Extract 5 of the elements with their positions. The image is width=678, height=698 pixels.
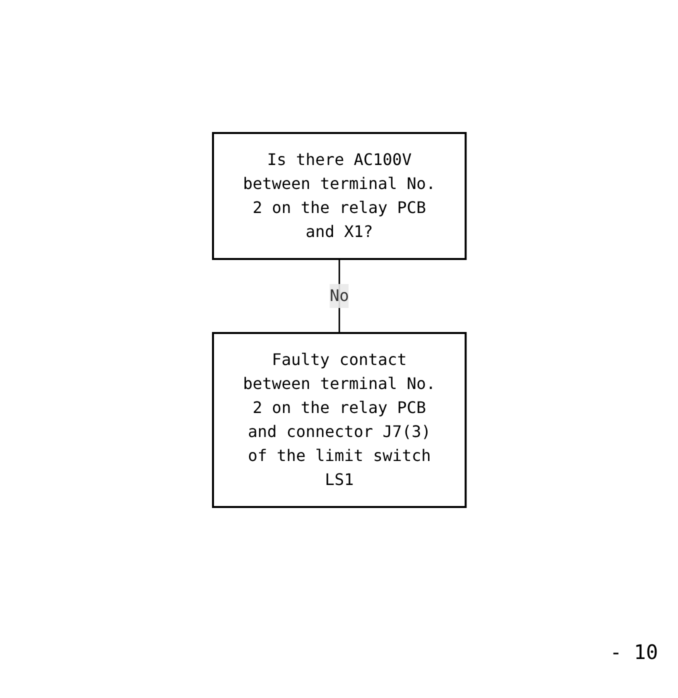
page-number: - 10: [608, 640, 658, 664]
node-box: Faulty contact between terminal No. 2 on the relay PCB and connector J7(3) of the limit switch LS1: [212, 332, 466, 508]
connector: [338, 259, 340, 333]
node-box: Is there AC100V between terminal No. 2 on the relay PCB and X1?: [212, 132, 466, 260]
edge-label: No: [329, 286, 349, 305]
